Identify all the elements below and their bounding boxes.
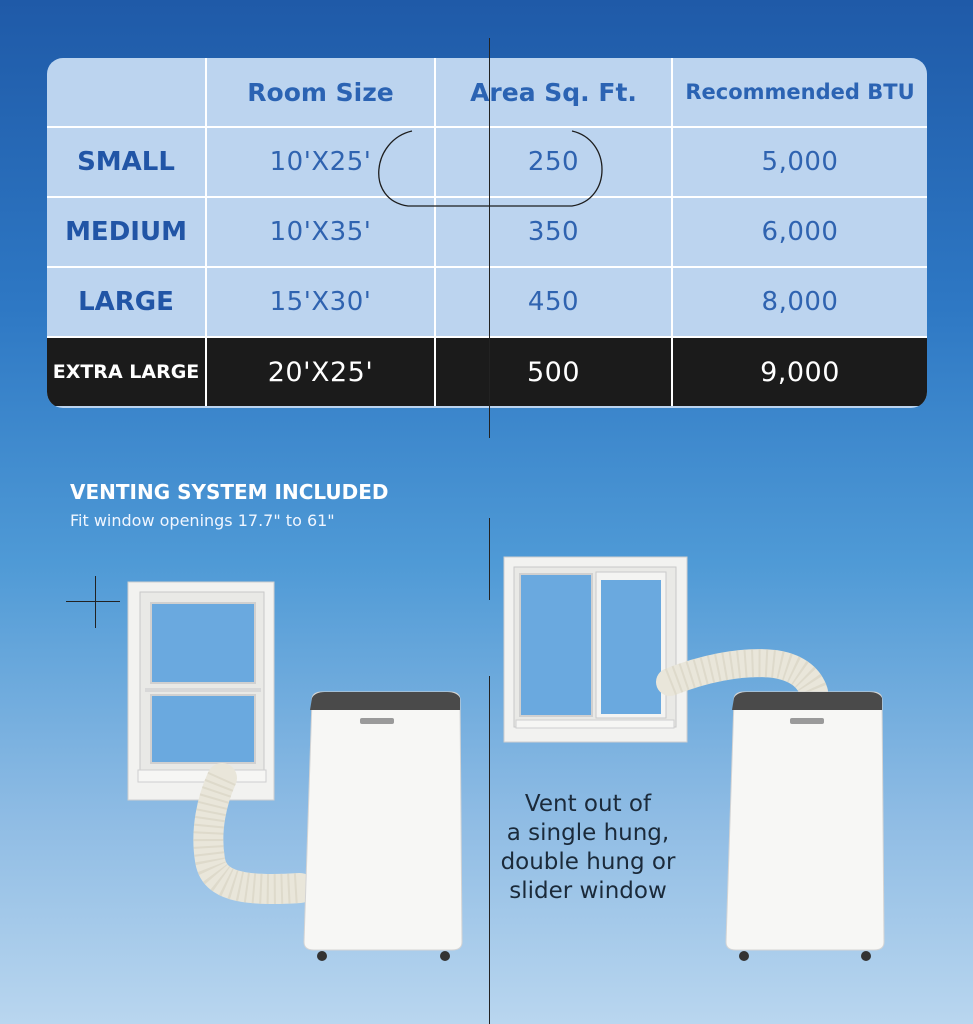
btu-cell: 8,000 [761,287,839,317]
header-room-size: Room Size [207,58,436,126]
venting-heading: VENTING SYSTEM INCLUDED [70,480,389,504]
crosshair-h [66,601,120,602]
btu-cell: 9,000 [760,356,840,388]
vent-line: Vent out of [524,791,652,817]
exhaust-hose [656,649,828,706]
vent-description: Vent out of a single hung, double hung o… [488,790,688,906]
room-size-cell: 15'X30' [207,268,436,336]
area-cell: 500 [436,338,673,406]
guide-line-bottom [489,676,490,1024]
slider-window [503,556,688,743]
exhaust-hose [193,763,315,905]
area-cell: 350 [436,198,673,266]
room-size-cell: 10'X35' [207,198,436,266]
row-label: MEDIUM [47,198,207,266]
crosshair-v [95,576,96,628]
room-size-cell: 10'X25' [207,128,436,196]
row-label: EXTRA LARGE [47,338,207,406]
single-hung-window [127,581,275,801]
header-area: Area Sq. Ft. [436,58,673,126]
vent-line: double hung or [500,849,676,875]
area-cell: 450 [436,268,673,336]
table-header-row: Room Size Area Sq. Ft. Recommended BTU [47,58,927,128]
venting-subtext: Fit window openings 17.7" to 61" [70,511,335,530]
btu-cell: 6,000 [761,217,839,247]
portable-air-conditioner [725,691,885,961]
row-label: LARGE [47,268,207,336]
guide-line-mid [489,518,490,600]
vent-line: a single hung, [506,820,670,846]
header-btu: Recommended BTU [685,80,915,104]
header-empty [47,58,207,126]
table-row: LARGE 15'X30' 450 8,000 [47,268,927,338]
table-row: MEDIUM 10'X35' 350 6,000 [47,198,927,268]
vent-line: slider window [509,878,667,904]
room-size-cell: 20'X25' [207,338,436,406]
portable-air-conditioner [303,691,463,961]
btu-cell: 5,000 [761,147,839,177]
guide-line-top [489,38,490,438]
table-row-highlight: EXTRA LARGE 20'X25' 500 9,000 [47,338,927,406]
row-label: SMALL [47,128,207,196]
